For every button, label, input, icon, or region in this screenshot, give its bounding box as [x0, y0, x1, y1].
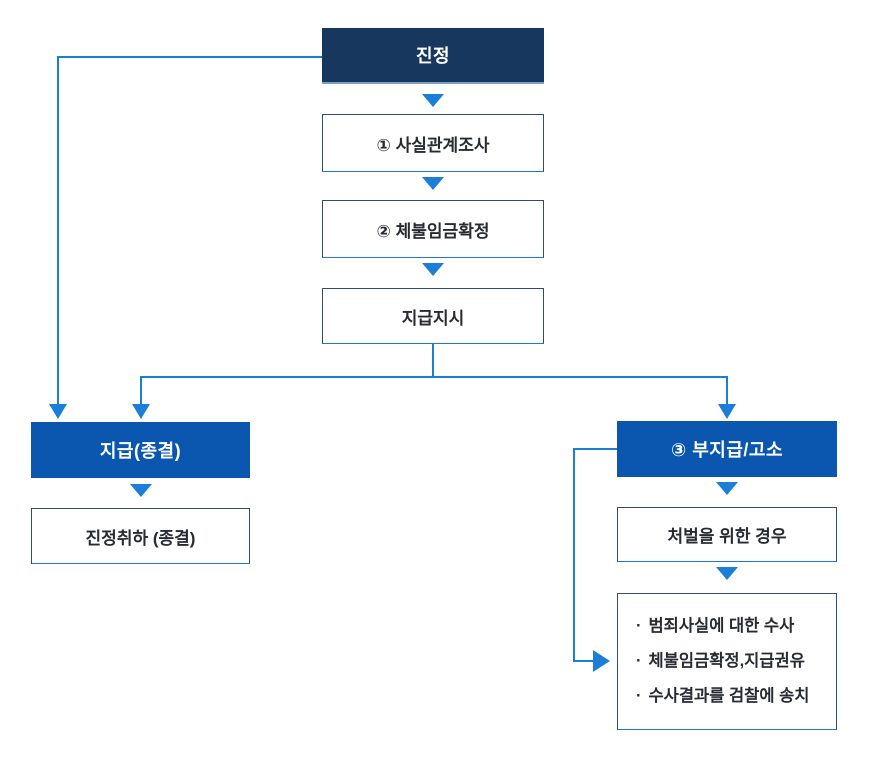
- node-investigation-details: ·범죄사실에 대한 수사 ·체불임금확정,지급권유 ·수사결과를 검찰에 송치: [617, 593, 837, 730]
- arrow-step2-payment-order-icon: [422, 263, 444, 276]
- node-step1-fact-investigation: ① 사실관계조사: [322, 114, 544, 172]
- connector-branch-horizontal: [140, 376, 728, 378]
- connector-branch-left-drop: [140, 376, 142, 404]
- bullet-item: ·범죄사실에 대한 수사: [636, 617, 795, 635]
- arrowhead-loop-investigation-icon: [593, 650, 610, 672]
- node-punishment-case: 처벌을 위한 경우: [617, 507, 837, 562]
- arrow-petition-step1-icon: [422, 94, 444, 107]
- connector-loop-entry-horizontal: [573, 660, 593, 662]
- arrowhead-branch-left-icon: [132, 404, 150, 419]
- arrowhead-branch-right-icon: [718, 404, 736, 419]
- arrowhead-petition-left-icon: [49, 404, 67, 419]
- arrow-step1-step2-icon: [422, 177, 444, 190]
- connector-branch-right-drop: [726, 376, 728, 404]
- node-step2-unpaid-wage-confirmation: ② 체불임금확정: [322, 200, 544, 258]
- connector-petition-left-horizontal: [57, 56, 322, 58]
- investigation-bullet-list: ·범죄사실에 대한 수사 ·체불임금확정,지급권유 ·수사결과를 검찰에 송치: [618, 609, 809, 714]
- arrow-payment-withdrawal-icon: [130, 484, 152, 497]
- node-petition: 진정: [322, 28, 544, 84]
- node-withdrawal-closed: 진정취하 (종결): [31, 508, 250, 564]
- bullet-item: ·체불임금확정,지급권유: [636, 652, 805, 670]
- node-payment-order: 지급지시: [322, 288, 544, 344]
- bullet-dot: ·: [636, 617, 642, 635]
- connector-loop-exit-horizontal: [573, 448, 617, 450]
- arrow-step3-punishment-icon: [716, 482, 738, 495]
- node-payment-closed: 지급(종결): [31, 422, 250, 478]
- connector-payment-order-stem: [432, 344, 434, 377]
- node-step3-nonpayment-accusation: ③ 부지급/고소: [617, 421, 837, 477]
- connector-petition-left-vertical: [57, 56, 59, 404]
- bullet-item: ·수사결과를 검찰에 송치: [636, 687, 810, 705]
- connector-loop-vertical: [573, 448, 575, 662]
- bullet-dot: ·: [636, 652, 642, 670]
- arrow-punishment-investigation-icon: [716, 567, 738, 580]
- bullet-dot: ·: [636, 687, 642, 705]
